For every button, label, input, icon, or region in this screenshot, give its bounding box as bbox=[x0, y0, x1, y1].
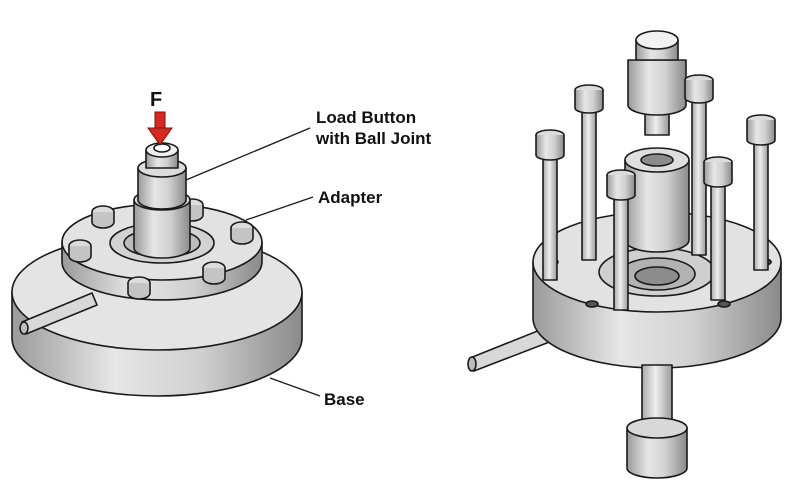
exploded-long-bolts bbox=[535, 74, 776, 311]
exploded-load-button bbox=[627, 30, 687, 136]
exploded-view bbox=[467, 30, 782, 479]
leader-adapter bbox=[245, 196, 314, 221]
bolt-heads bbox=[68, 198, 254, 300]
load-button-label-line2: with Ball Joint bbox=[316, 129, 432, 148]
base-label: Base bbox=[324, 390, 365, 409]
force-arrow bbox=[147, 111, 173, 146]
adapter-label: Adapter bbox=[318, 188, 383, 207]
load-button-label: Load Button with Ball Joint bbox=[316, 107, 431, 149]
load-button-label-line1: Load Button bbox=[316, 108, 417, 127]
exploded-bottom-bolt bbox=[626, 364, 688, 479]
force-label: F bbox=[150, 89, 163, 111]
leader-lines bbox=[185, 127, 321, 397]
leader-load-button bbox=[185, 127, 311, 181]
side-pin bbox=[19, 292, 98, 335]
load-button bbox=[133, 142, 191, 259]
exploded-adapter-hub bbox=[624, 147, 690, 253]
leader-base bbox=[269, 377, 321, 397]
assembled-view bbox=[11, 142, 303, 397]
